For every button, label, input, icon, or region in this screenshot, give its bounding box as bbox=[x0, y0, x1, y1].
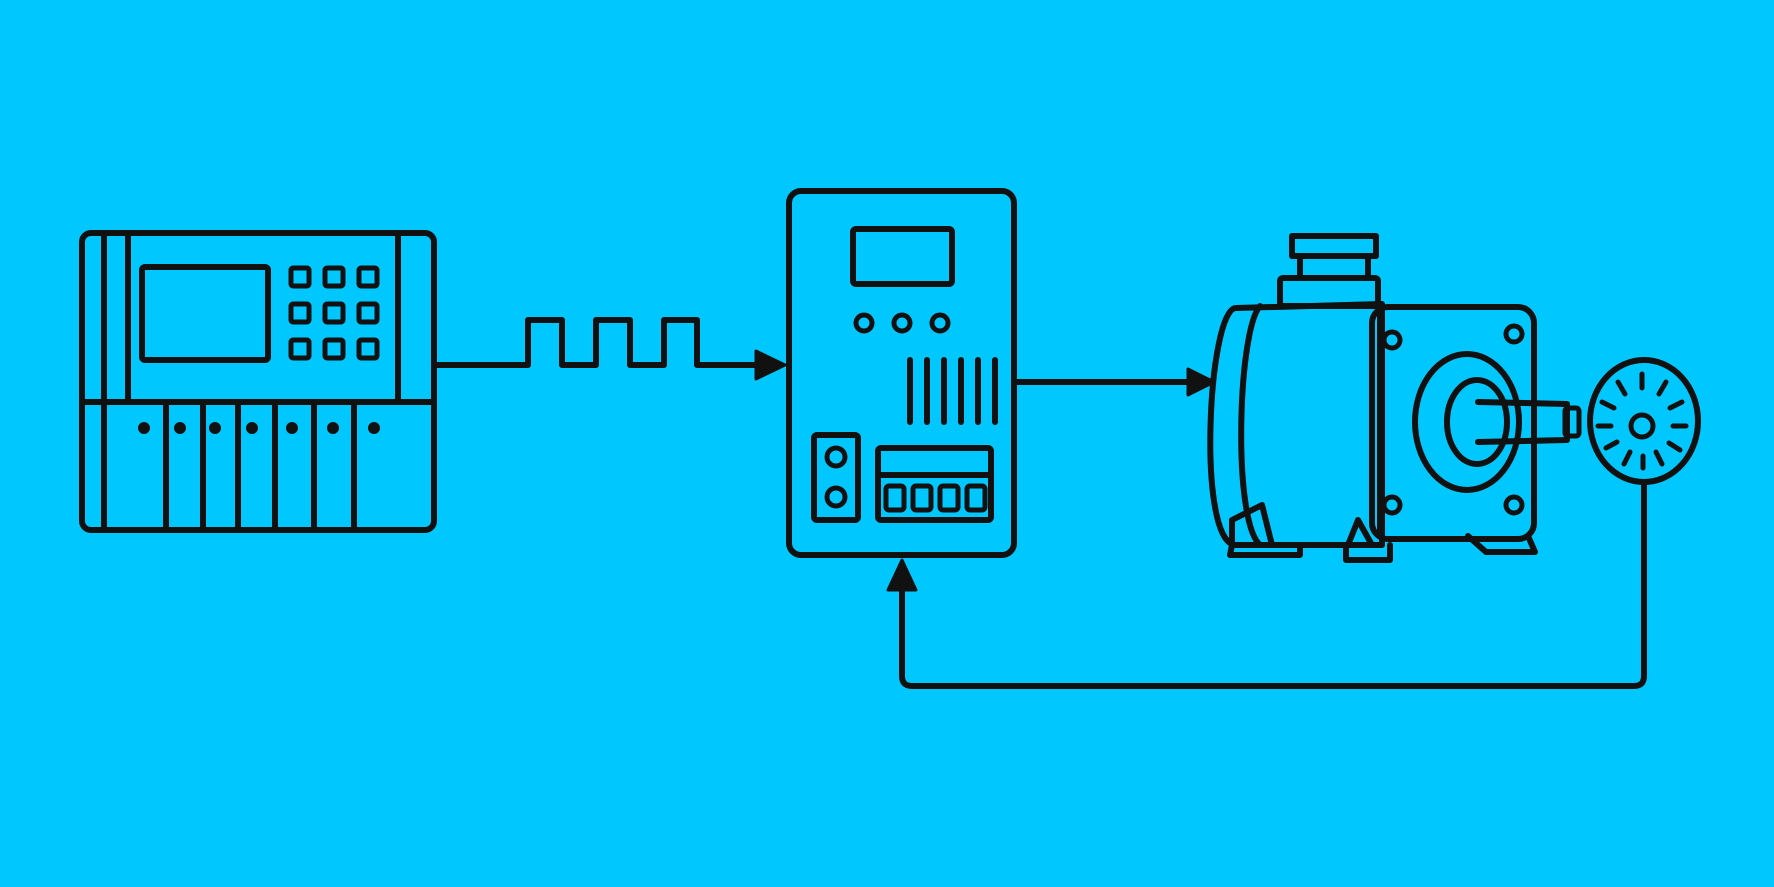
motor-base bbox=[1227, 502, 1538, 563]
pulse-signal-line bbox=[433, 317, 787, 381]
arrow-head-icon bbox=[754, 349, 787, 381]
encoder-ticks bbox=[1595, 371, 1689, 471]
drive-connectors bbox=[811, 432, 861, 523]
plc-keypad bbox=[288, 265, 380, 361]
motor-shaft bbox=[1475, 399, 1570, 445]
drive-indicators bbox=[853, 312, 951, 334]
arrow-head-icon bbox=[1186, 367, 1216, 397]
servo-motor-icon bbox=[1207, 233, 1582, 563]
plc-screen bbox=[139, 264, 271, 363]
drive-display bbox=[850, 226, 955, 287]
feedback-line bbox=[886, 481, 1647, 689]
plc-controller-icon bbox=[79, 230, 437, 533]
arrow-head-icon bbox=[886, 558, 918, 592]
plc-io-modules bbox=[138, 399, 380, 530]
drive-vents bbox=[907, 357, 998, 425]
drive-terminal-block bbox=[875, 445, 994, 523]
motor-connector bbox=[1277, 233, 1381, 309]
power-line bbox=[1013, 367, 1216, 397]
servo-drive-icon bbox=[786, 188, 1017, 558]
encoder-icon bbox=[1587, 357, 1701, 485]
motor-flange bbox=[1369, 304, 1537, 542]
